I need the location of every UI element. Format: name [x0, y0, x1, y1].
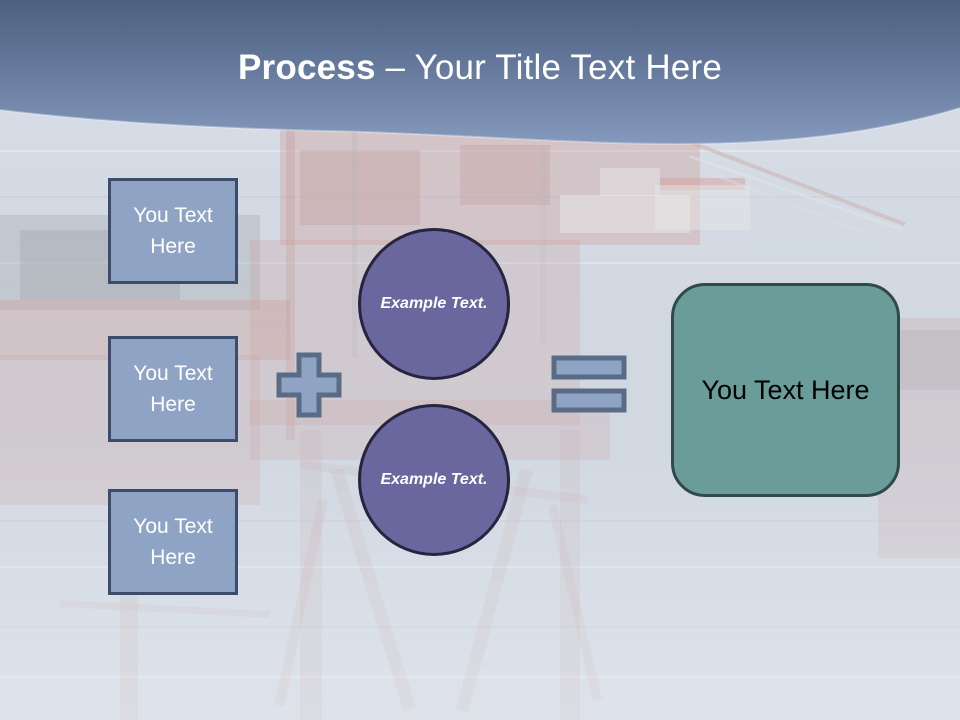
page-title: Process – Your Title Text Here	[0, 48, 960, 88]
input-box-2[interactable]: You Text Here	[108, 336, 238, 442]
input-box-2-label: You Text Here	[133, 361, 213, 417]
page-title-normal: – Your Title Text Here	[375, 48, 722, 87]
slide-header-band	[0, 0, 960, 180]
input-box-1-label: You Text Here	[133, 203, 213, 259]
example-circle-1-label: Example Text.	[380, 294, 488, 312]
page-title-bold: Process	[238, 48, 376, 87]
result-box-label: You Text Here	[701, 374, 870, 405]
input-box-3-label: You Text Here	[133, 514, 213, 570]
input-box-1[interactable]: You Text Here	[108, 178, 238, 284]
result-box[interactable]: You Text Here	[671, 283, 900, 497]
example-circle-2[interactable]: Example Text.	[358, 404, 510, 556]
example-circle-2-label: Example Text.	[380, 470, 488, 488]
example-circle-1[interactable]: Example Text.	[358, 228, 510, 380]
input-box-3[interactable]: You Text Here	[108, 489, 238, 595]
equals-operator-icon	[551, 355, 627, 413]
plus-operator-icon	[276, 352, 342, 418]
